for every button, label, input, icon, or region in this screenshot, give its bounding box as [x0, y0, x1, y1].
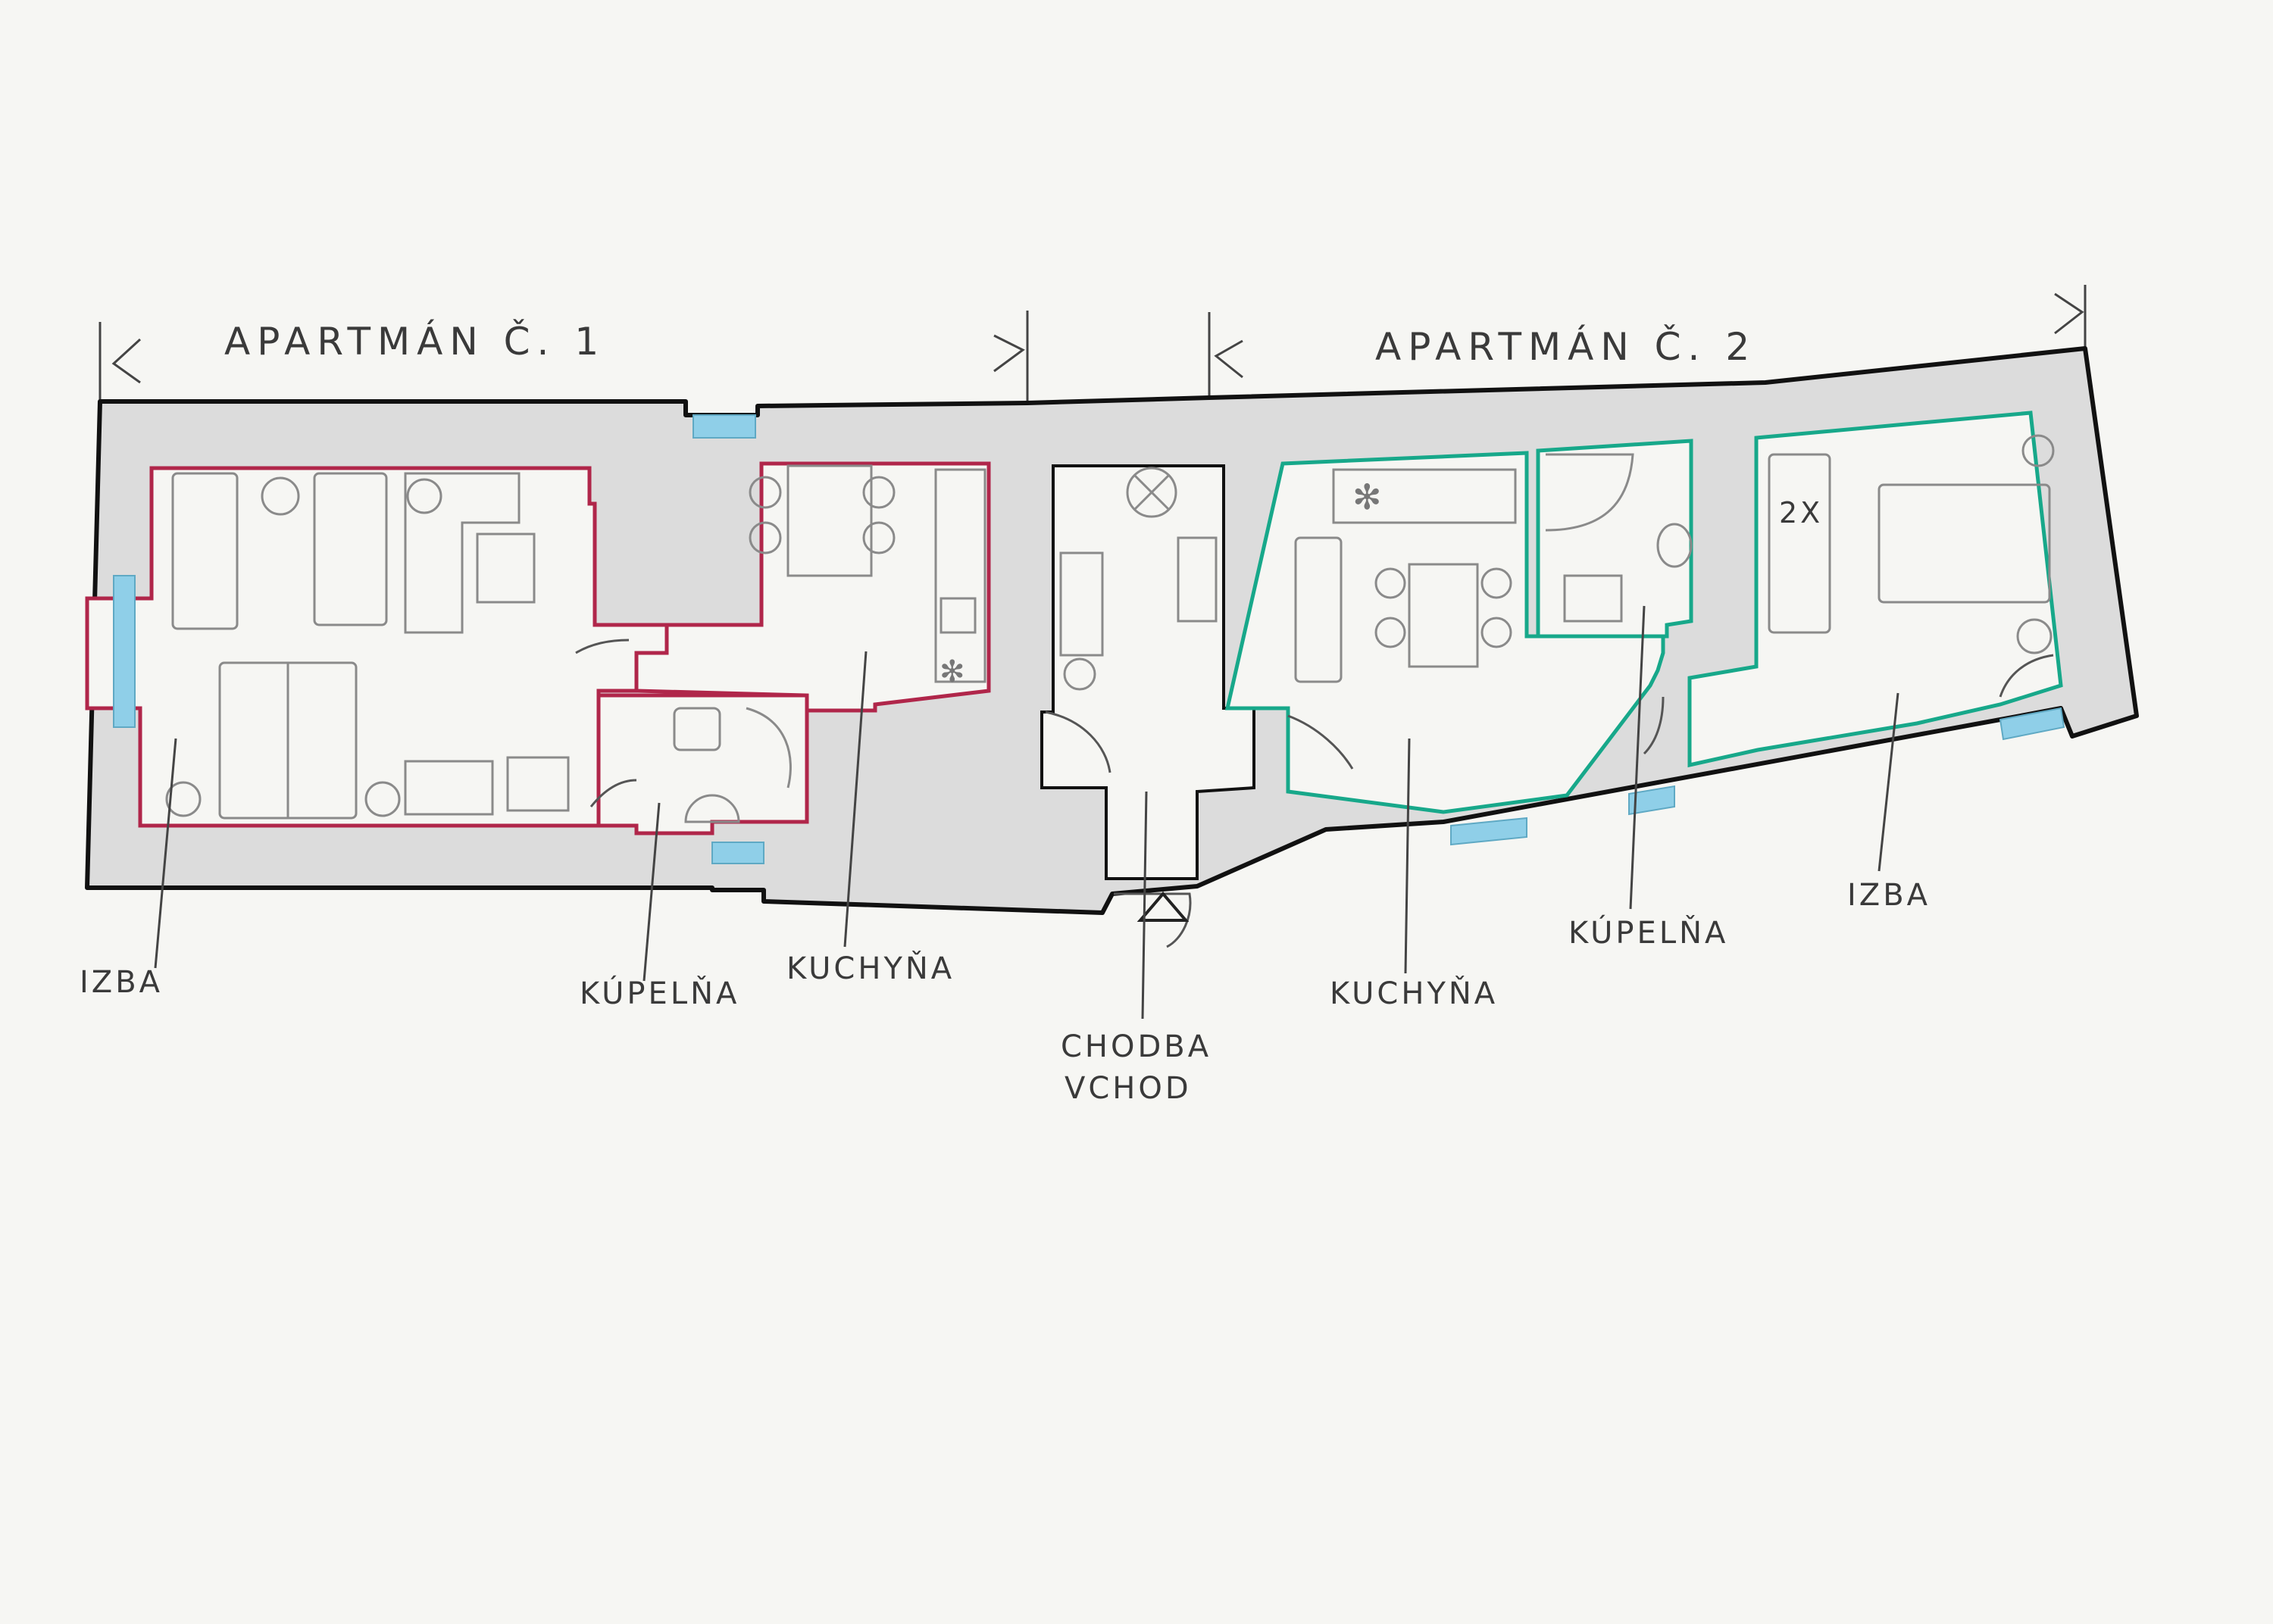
room-label-chodba: CHODBA [1061, 1029, 1212, 1064]
room-label-apt2-kupelna: KÚPELŇA [1568, 914, 1728, 951]
room-label-apt2-kuchyna: KUCHYŇA [1330, 975, 1498, 1011]
apartment-2-label: APARTMÁN Č. 2 [1375, 324, 1756, 369]
apt2-kuchyna-floor [1224, 451, 1665, 814]
apt2-kupelna-floor [1536, 439, 1693, 639]
room-label-apt1-izba: IZBA [80, 965, 163, 1000]
room-label-apt1-kupelna: KÚPELŇA [580, 975, 739, 1011]
label-leaders [154, 605, 1899, 1020]
apt1-izba-floor [85, 466, 669, 828]
apt2-furniture [1294, 434, 2055, 683]
chodba-furniture [1059, 467, 1218, 691]
entrance-arrow-icon [1136, 891, 1190, 922]
stove-icon: ✻ [1352, 476, 1382, 517]
beds-count-annotation: 2X [1779, 496, 1823, 529]
stove-icon: ✻ [940, 654, 965, 689]
room-label-apt1-kuchyna: KUCHYŇA [786, 950, 955, 986]
room-label-vchod: VCHOD [1065, 1071, 1192, 1106]
apartment-2-rooms [1224, 411, 2063, 814]
apt1-furniture [165, 464, 986, 823]
apartment-1-rooms [85, 461, 991, 835]
chodba-floor [1040, 464, 1255, 880]
apt2-izba-floor [1687, 411, 2063, 768]
dimension-apartment-2 [1208, 285, 2087, 401]
apt1-kuchyna-floor [634, 461, 991, 713]
windows [113, 414, 2065, 864]
apartment-1-label: APARTMÁN Č. 1 [224, 319, 605, 364]
dimension-apartment-1 [98, 311, 1029, 401]
apt1-kupelna-floor [596, 693, 809, 835]
room-label-apt2-izba: IZBA [1847, 878, 1931, 913]
door-swings [575, 639, 2054, 948]
